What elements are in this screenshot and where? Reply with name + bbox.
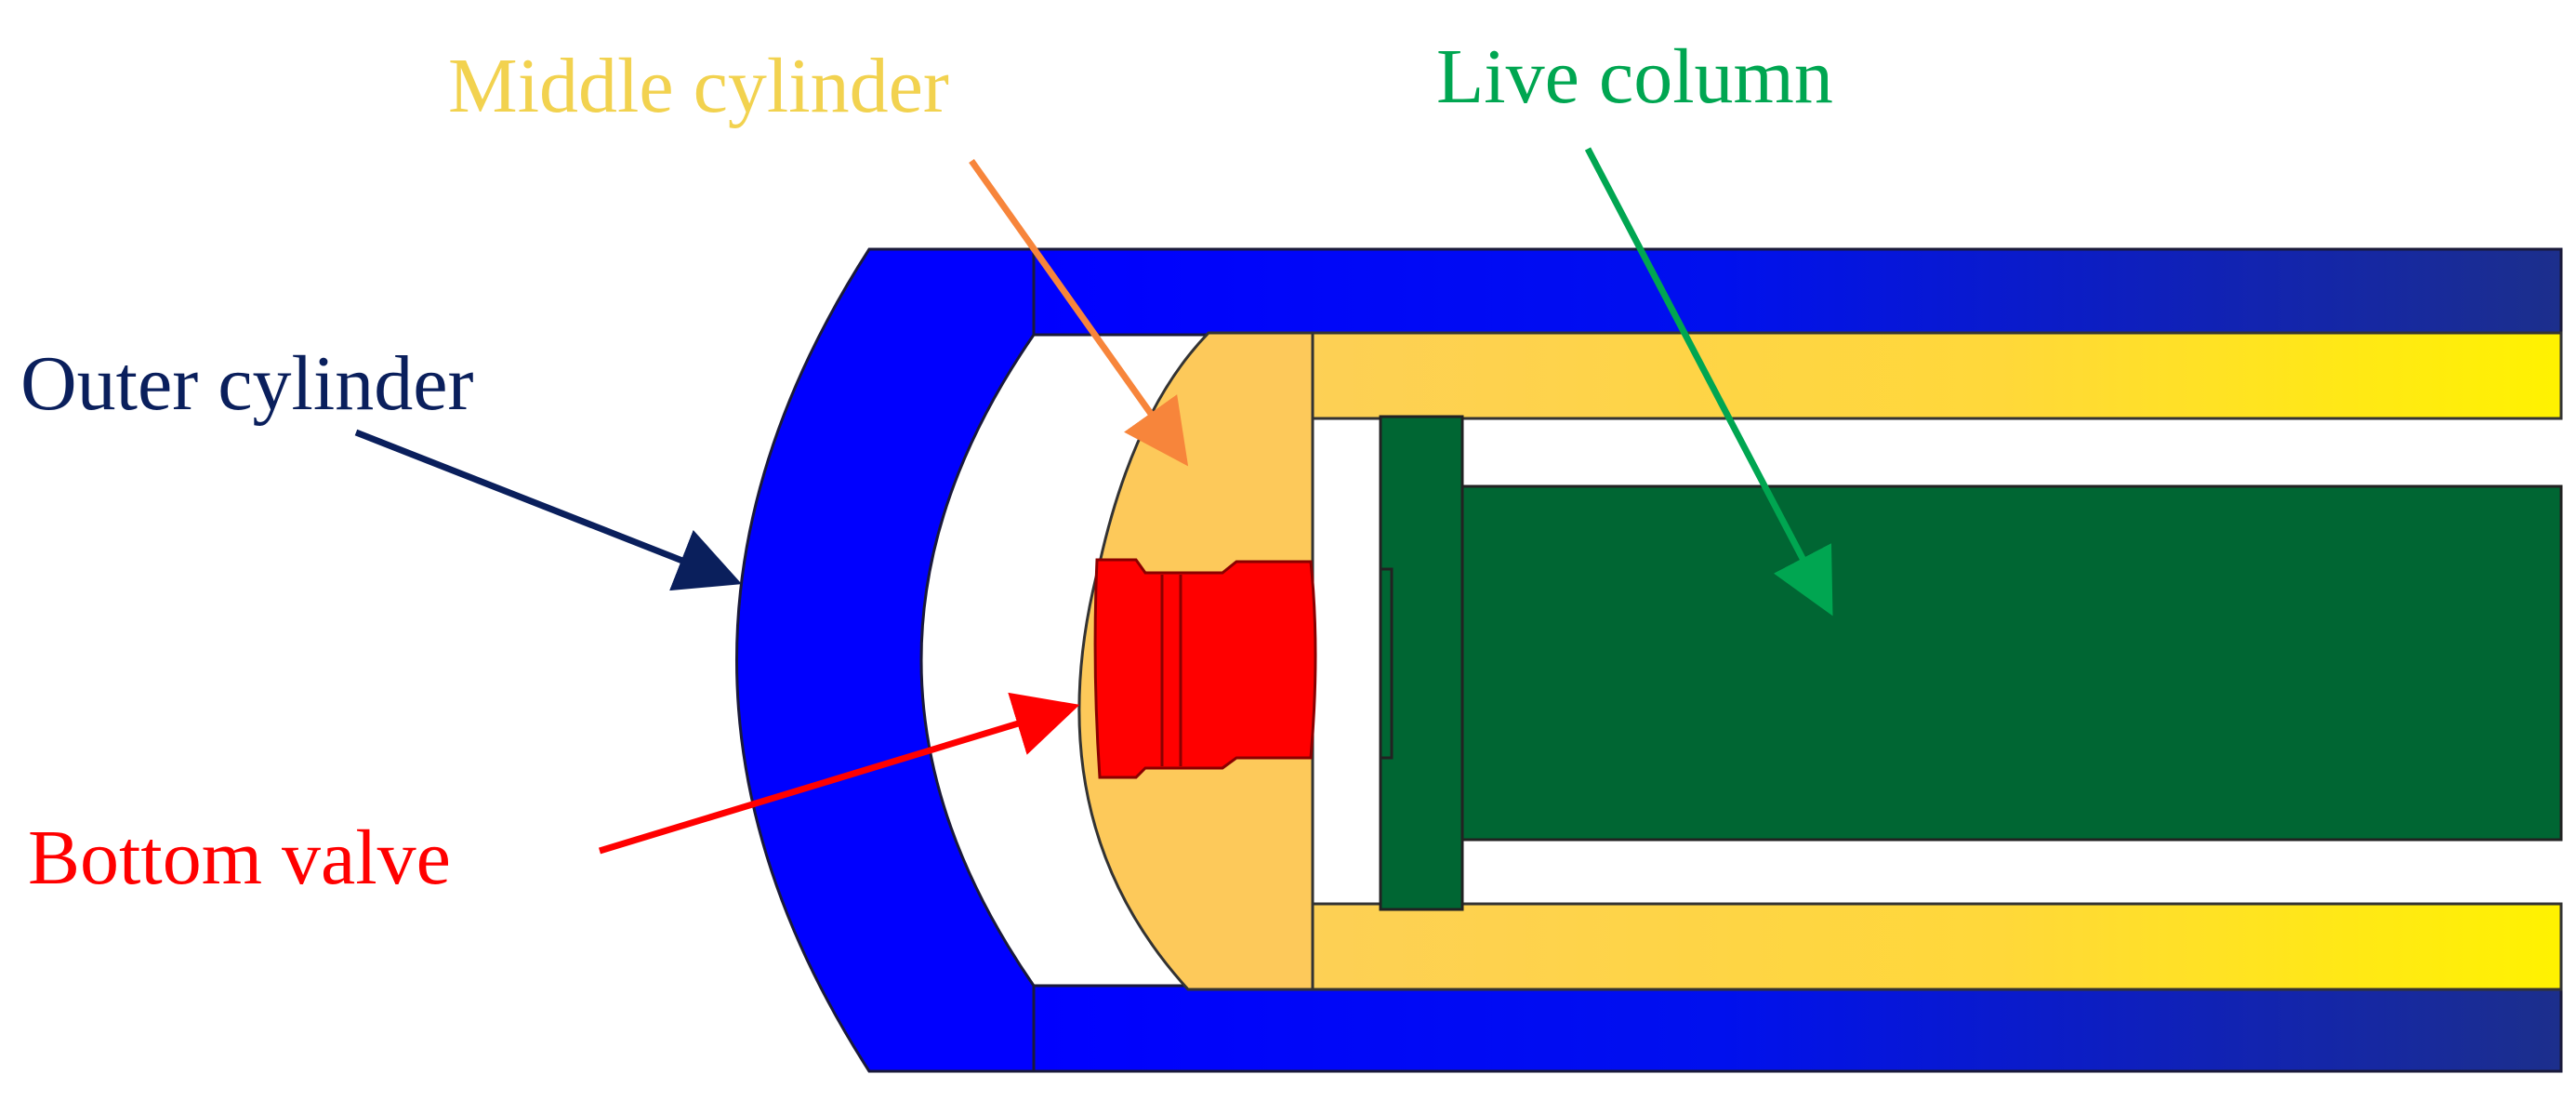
middle-cylinder-arrow bbox=[969, 158, 1189, 467]
live-column-arrow bbox=[1584, 147, 1833, 617]
outer-cylinder bbox=[735, 247, 2563, 1073]
live-column-flange bbox=[1379, 415, 1464, 911]
live-column bbox=[1379, 415, 2563, 911]
middle-cylinder-label: Middle cylinder bbox=[448, 43, 949, 129]
middle-cylinder-bottom-tube bbox=[1311, 902, 2563, 991]
outer-cylinder-end-cap bbox=[735, 247, 1036, 1073]
outer-cylinder-bottom-wall bbox=[1030, 984, 2563, 1073]
bottom-valve-label: Bottom valve bbox=[28, 815, 451, 901]
live-column-label: Live column bbox=[1436, 33, 1833, 120]
bottom-valve bbox=[1093, 558, 1317, 779]
bottom-valve-arrow bbox=[598, 692, 1080, 855]
outer-cylinder-arrow bbox=[354, 429, 743, 591]
bottom-valve-body bbox=[1093, 558, 1317, 779]
outer-cylinder-top-wall bbox=[1030, 247, 2563, 337]
outer-cylinder-label: Outer cylinder bbox=[20, 340, 473, 427]
live-column-step bbox=[1380, 567, 1394, 760]
live-column-body bbox=[1460, 484, 2563, 842]
middle-cylinder-top-tube bbox=[1311, 331, 2563, 420]
